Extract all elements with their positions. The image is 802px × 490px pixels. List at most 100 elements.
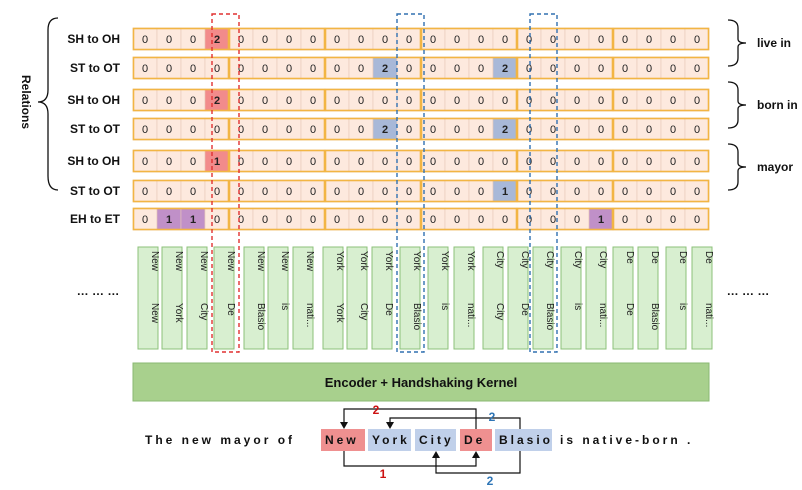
- token-pair-first: De: [624, 251, 635, 264]
- matrix-row-2-cell-value: 0: [670, 95, 676, 107]
- matrix-row-2-cell-value: 0: [622, 95, 628, 107]
- matrix-row-2-cell-value: 0: [454, 95, 460, 107]
- encoder-label: Encoder + Handshaking Kernel: [325, 375, 518, 390]
- token-pair-box: [665, 246, 687, 350]
- eh-row-cell-value: 0: [406, 214, 412, 226]
- arc-bottom-blue-head: [432, 451, 440, 458]
- eh-row-cell-value: 1: [166, 214, 172, 226]
- matrix-row-5-cell-value: 0: [598, 186, 604, 198]
- eh-row-cell-value: 0: [454, 214, 460, 226]
- matrix-row-0-cell-value: 0: [646, 34, 652, 46]
- matrix-row-2-cell-value: 0: [550, 95, 556, 107]
- matrix-row-3-cell-value: 0: [262, 124, 268, 136]
- token-pair-first: City: [597, 251, 608, 268]
- matrix-row-2-cell-value: 0: [478, 95, 484, 107]
- matrix-row-4-segment-border: [132, 149, 230, 173]
- matrix-row-0-cell-value: 0: [694, 34, 700, 46]
- matrix-row-5-cell-value: 0: [238, 186, 244, 198]
- matrix-row-2-cell-value: 0: [382, 95, 388, 107]
- matrix-row-3-segment-border: [612, 117, 710, 141]
- matrix-row-3-segment-border: [516, 117, 614, 141]
- matrix-row-3-cell-value: 0: [286, 124, 292, 136]
- token-pair-first: York: [334, 251, 345, 272]
- row-label: SH to OH: [67, 32, 120, 46]
- matrix-row-3-cell-value: 0: [694, 124, 700, 136]
- matrix-row-4-cell-value: 0: [382, 156, 388, 168]
- matrix-row-2-cell-value: 0: [166, 95, 172, 107]
- matrix-row-3-cell-value: 0: [454, 124, 460, 136]
- token-pair-box: [453, 246, 475, 350]
- matrix-row-3-cell-value: 0: [358, 124, 364, 136]
- matrix-row-2-cell-value: 0: [430, 95, 436, 107]
- token-pair-box: [161, 246, 183, 350]
- eh-row-cell-value: 0: [574, 214, 580, 226]
- token-pair-box: [585, 246, 607, 350]
- matrix-row-1-cell-value: 0: [478, 63, 484, 75]
- matrix-row-1-cell-value: 0: [574, 63, 580, 75]
- matrix-row-3-segment-border: [420, 117, 518, 141]
- matrix-row-3-cell-value: 0: [430, 124, 436, 136]
- matrix-row-5-cell-value: 0: [334, 186, 340, 198]
- eh-row-cell-value: 1: [190, 214, 196, 226]
- ellipsis-right: … … …: [727, 284, 770, 298]
- arc-bottom-blue: [435, 451, 521, 474]
- matrix-row-2-cell-value: 0: [238, 95, 244, 107]
- matrix-row-4-segment-border: [324, 149, 422, 173]
- arc-top-red-head: [340, 422, 348, 429]
- eh-row-cell-value: 0: [334, 214, 340, 226]
- token-pair-box: [560, 246, 582, 350]
- matrix-row-1-cell-value: 0: [334, 63, 340, 75]
- matrix-row-5-cell-value: 0: [286, 186, 292, 198]
- token-pair-second: nati...: [703, 303, 714, 327]
- token-pair-first: De: [677, 251, 688, 264]
- matrix-row-1-cell-value: 0: [166, 63, 172, 75]
- token-pair-second: De: [383, 303, 394, 316]
- matrix-row-5-cell-value: 0: [478, 186, 484, 198]
- matrix-row-3-segment-border: [228, 117, 326, 141]
- matrix-row-5-segment-border: [324, 179, 422, 203]
- matrix-row-5-cell-value: 0: [430, 186, 436, 198]
- matrix-row-0-cell-value: 2: [214, 34, 220, 46]
- matrix-row-5-cell-value: 0: [646, 186, 652, 198]
- matrix-row-1-cell-value: 0: [430, 63, 436, 75]
- arc-bottom-red: [343, 451, 477, 467]
- row-label: SH to OH: [67, 154, 120, 168]
- matrix-row-5-cell-value: 0: [622, 186, 628, 198]
- token-pair-second: is: [572, 303, 583, 310]
- matrix-row-1-cell-value: 0: [358, 63, 364, 75]
- matrix-row-4-cell-value: 0: [334, 156, 340, 168]
- token-pair-first: City: [572, 251, 583, 268]
- sentence-entity-box: [495, 429, 552, 451]
- eh-row-cell-value: 0: [262, 214, 268, 226]
- eh-row-cell-value: 0: [310, 214, 316, 226]
- matrix-row-2-cell-value: 0: [358, 95, 364, 107]
- token-pair-second: nati...: [597, 303, 608, 327]
- matrix-row-3-cell-value: 0: [406, 124, 412, 136]
- matrix-row-5-segment-border: [612, 179, 710, 203]
- matrix-row-0-cell-value: 0: [166, 34, 172, 46]
- sentence-prefix: The new mayor of: [145, 433, 295, 447]
- matrix-row-5-segment-border: [516, 179, 614, 203]
- matrix-row-2-cell-value: 0: [574, 95, 580, 107]
- eh-row-cell-value: 0: [286, 214, 292, 226]
- sentence-suffix: is native-born .: [560, 433, 693, 447]
- matrix-row-0-cell-value: 0: [622, 34, 628, 46]
- token-pair-box: [137, 246, 159, 350]
- matrix-row-2-cell-value: 0: [142, 95, 148, 107]
- matrix-row-1-segment-border: [324, 56, 422, 80]
- token-pair-box: [427, 246, 449, 350]
- row-label: SH to OH: [67, 93, 120, 107]
- matrix-row-3-cell-value: 0: [646, 124, 652, 136]
- matrix-row-4-segment-border: [516, 149, 614, 173]
- matrix-row-1-cell-value: 0: [190, 63, 196, 75]
- matrix-row-2-cell-value: 0: [694, 95, 700, 107]
- matrix-row-1-cell-value: 0: [646, 63, 652, 75]
- matrix-row-3-cell-value: 0: [550, 124, 556, 136]
- token-pair-second: York: [173, 303, 184, 324]
- token-pair-second: City: [358, 303, 369, 320]
- matrix-row-5-cell-value: 0: [214, 186, 220, 198]
- token-pair-box: [243, 246, 265, 350]
- token-pair-first: York: [411, 251, 422, 272]
- eh-row-cell-value: 0: [526, 214, 532, 226]
- token-pair-second: is: [677, 303, 688, 310]
